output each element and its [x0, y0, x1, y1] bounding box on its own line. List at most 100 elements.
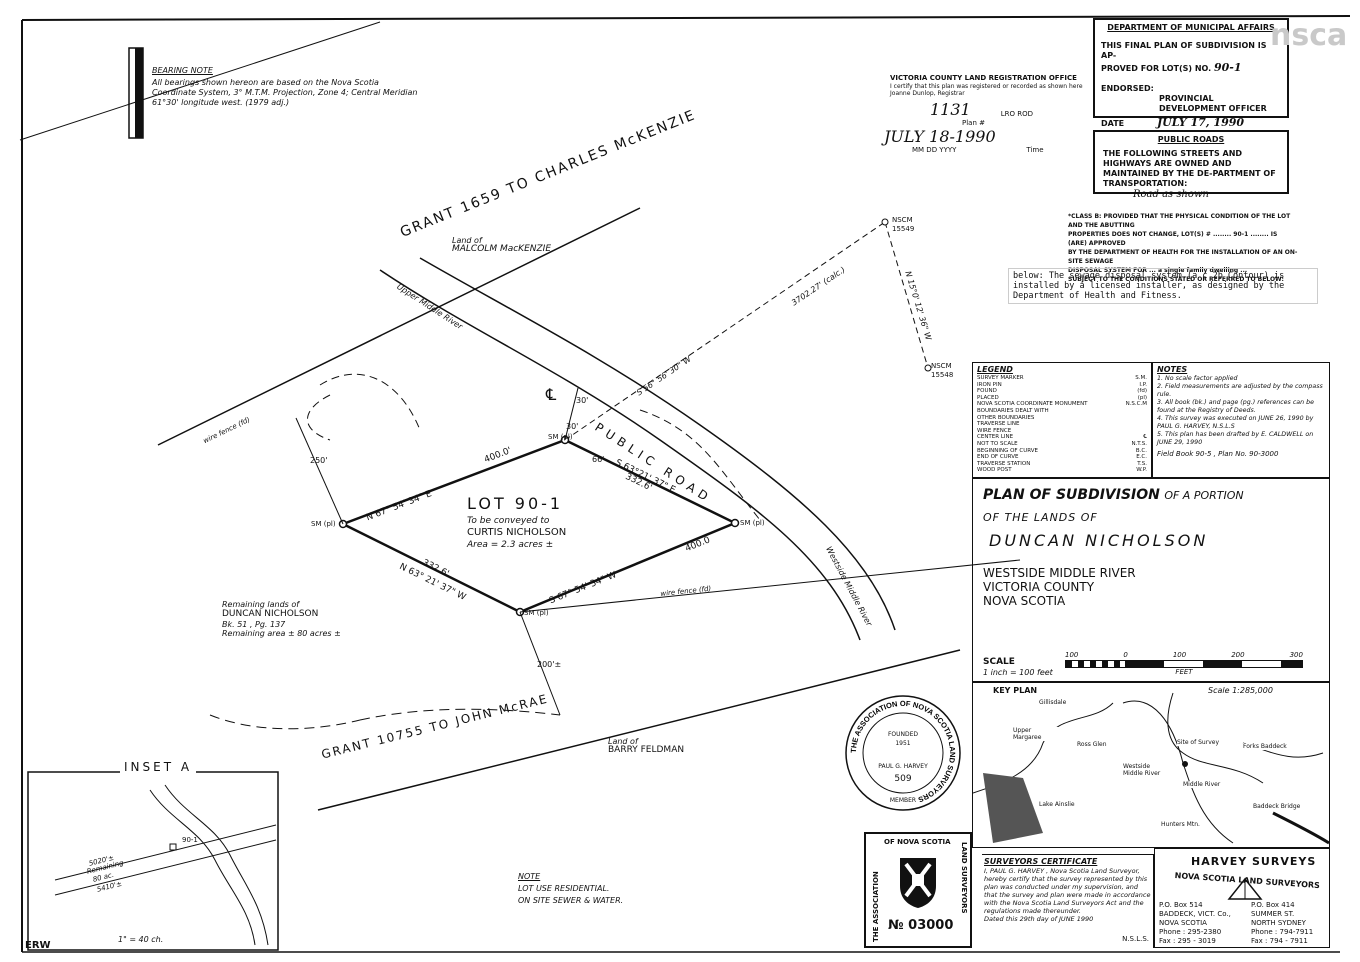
key-plan-place: Ross Glen — [1077, 741, 1125, 748]
key-plan-place: Westside Middle River — [1123, 763, 1171, 777]
lot-note-line2: ON SITE SEWER & WATER. — [518, 896, 624, 905]
land-of-label-1: Land of — [452, 236, 482, 245]
stamp-number: № 03000 — [888, 918, 954, 933]
lot-title: LOT 90-1 — [467, 494, 564, 513]
harvey-right3: NORTH SYDNEY — [1251, 919, 1306, 927]
class-b-line4: DISPOSAL SYSTEM FOR ... a single family … — [1068, 267, 1248, 274]
harvey-left5: Fax : 295 - 3019 — [1159, 937, 1216, 945]
registry-date: JULY 18-1990 — [884, 127, 996, 146]
distance-30b-label: 30' — [566, 422, 579, 431]
public-roads-box: PUBLIC ROADS THE FOLLOWING STREETS AND H… — [1093, 130, 1289, 200]
scale-tick: 300 — [1289, 651, 1303, 659]
distance-250-label: 250' — [310, 456, 328, 465]
harvey-right4: Phone : 794-7911 — [1251, 928, 1314, 936]
notes-item: 3. All book (bk.) and page (pg.) referen… — [1157, 399, 1315, 414]
public-roads-text: THE FOLLOWING STREETS AND HIGHWAYS ARE O… — [1103, 149, 1276, 188]
remaining-lands-label: Remaining lands of — [222, 600, 300, 609]
scale-tick: 100 — [1172, 651, 1187, 659]
nsls-stamp: THE ASSOCIATION OF NOVA SCOTIA LAND SURV… — [864, 832, 972, 948]
legend-row: BOUNDARIES DEALT WITH — [977, 408, 1147, 415]
title-block: PLAN OF SUBDIVISION OF A PORTION OF THE … — [972, 478, 1330, 682]
stamp-right: LAND SURVEYORS — [960, 842, 968, 914]
notes-item: 4. This survey was executed on JUNE 26, … — [1157, 415, 1314, 430]
municipal-endorsed: ENDORSED: — [1101, 84, 1154, 93]
key-plan-place: Forks Baddeck — [1243, 743, 1291, 750]
nscm-15548-label: NSCM 15548 — [931, 362, 954, 379]
legend-row-label: BOUNDARIES DEALT WITH — [977, 407, 1049, 414]
class-b-typed-conditions: below: The sewage disposal system,(a c 2… — [1008, 268, 1318, 304]
centerline-mark: ℄ — [546, 385, 557, 404]
registry-lro: LRO ROD — [1000, 110, 1033, 118]
corner-mark: ERW — [25, 940, 51, 951]
scale-tick: 0 — [1123, 651, 1128, 659]
seal-founded: FOUNDED 1951 — [887, 731, 919, 747]
sm-pl-west: SM (pl) — [311, 520, 336, 528]
municipal-heading: DEPARTMENT OF MUNICIPAL AFFAIRS — [1107, 23, 1275, 32]
legend-row-symbol: S.M. — [1135, 375, 1147, 381]
legend-row: PLACED(pl) — [977, 395, 1147, 402]
certificate-heading: SURVEYORS CERTIFICATE — [984, 857, 1098, 866]
class-b-approval: *CLASS B: PROVIDED THAT THE PHYSICAL CON… — [1068, 212, 1298, 284]
legend-row: OTHER BOUNDARIES — [977, 415, 1147, 422]
scale-label: SCALE — [983, 657, 1015, 667]
legend-row-label: TRAVERSE STATION — [977, 460, 1031, 467]
municipal-affairs-box: DEPARTMENT OF MUNICIPAL AFFAIRS THIS FIN… — [1093, 18, 1289, 129]
bearing-note-heading: BEARING NOTE — [152, 66, 213, 75]
legend-row-label: END OF CURVE — [977, 454, 1019, 461]
registry-stamp: VICTORIA COUNTY LAND REGISTRATION OFFICE… — [884, 74, 1090, 155]
title-plan-of-subdivision: PLAN OF SUBDIVISION — [983, 487, 1160, 503]
malcolm-mackenzie-label: MALCOLM MacKENZIE — [452, 244, 551, 254]
nova-scotia-shield-icon — [900, 858, 936, 908]
key-plan-place: Hunters Mtn. — [1161, 821, 1209, 828]
notes-heading: NOTES — [1157, 365, 1188, 374]
certificate-nsls: N.S.L.S. — [1122, 935, 1149, 943]
scale-ratio: 1 inch = 100 feet — [983, 668, 1053, 677]
legend-row: CENTER LINE℄ — [977, 434, 1147, 441]
land-of-label-2: Land of — [608, 737, 638, 746]
barry-feldman-label: BARRY FELDMAN — [608, 745, 685, 755]
lot-note: NOTE LOT USE RESIDENTIAL. ON SITE SEWER … — [518, 872, 623, 906]
legend-row-symbol: W.P. — [1136, 467, 1147, 474]
key-plan-place: Gillisdale — [1039, 699, 1087, 706]
municipal-line1: THIS FINAL PLAN OF SUBDIVISION IS AP- — [1101, 41, 1267, 60]
seal-number: 509 — [894, 774, 912, 784]
lot-note-line1: LOT USE RESIDENTIAL. — [518, 884, 610, 893]
bearing-note-text: All bearings shown hereon are based on t… — [152, 78, 418, 107]
legend-row-label: NOT TO SCALE — [977, 440, 1018, 447]
seal-member: MEMBER — [889, 797, 917, 804]
notes-item: 1. No scale factor applied — [1157, 375, 1238, 382]
key-plan-map — [973, 692, 1329, 845]
harvey-left4: Phone : 295-2380 — [1159, 928, 1222, 936]
title-place1: WESTSIDE MIDDLE RIVER — [983, 566, 1136, 580]
title-line1: PLAN OF SUBDIVISION OF A PORTION — [983, 487, 1319, 503]
lot-curtis: CURTIS NICHOLSON — [467, 527, 567, 538]
legend-row-symbol: B.C. — [1135, 447, 1147, 454]
legend-row-symbol: (pl) — [1137, 394, 1147, 401]
certificate-text: I, PAUL G. HARVEY , Nova Scotia Land Sur… — [984, 867, 1151, 915]
municipal-lot-hand: 90-1 — [1214, 61, 1242, 74]
key-plan-place: Site of Survey — [1177, 739, 1225, 746]
key-plan-place: Middle River — [1183, 781, 1231, 788]
legend-row-symbol: I.P. — [1139, 381, 1147, 388]
legend-row-symbol: (fd) — [1137, 388, 1147, 395]
legend-row-label: WIRE FENCE — [977, 427, 1012, 434]
legend-row-label: SURVEY MARKER — [977, 375, 1024, 381]
title-place2: VICTORIA COUNTY — [983, 580, 1095, 594]
certificate-dated: Dated this 29th day of JUNE 1990 — [984, 915, 1094, 923]
distance-200-label: 200'± — [537, 660, 562, 669]
registry-plan-number: 1131 — [930, 100, 971, 119]
scale-tick: 200 — [1231, 651, 1245, 659]
harvey-right5: Fax : 794 - 7911 — [1251, 937, 1308, 945]
class-b-line3: BY THE DEPARTMENT OF HEALTH FOR THE INST… — [1068, 249, 1298, 265]
legend-row-symbol: ℄ — [1143, 434, 1147, 441]
